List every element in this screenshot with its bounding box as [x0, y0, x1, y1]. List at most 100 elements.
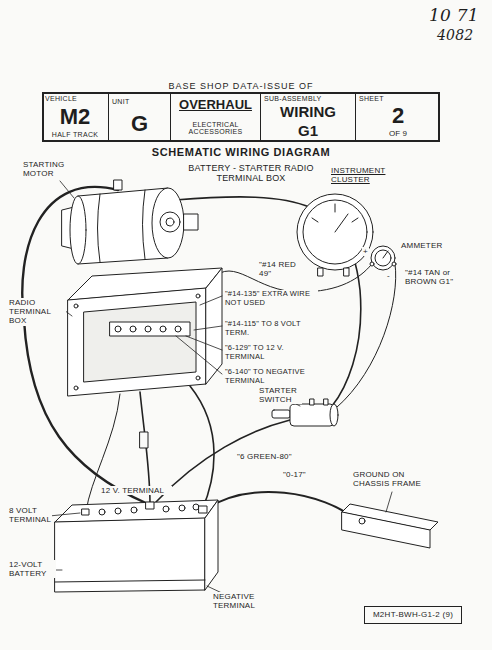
instrument-cluster-part [383, 251, 388, 258]
gauge-marks [312, 204, 358, 232]
drawing-number-box: M2HT-BWH-G1-2 (9) [364, 606, 462, 624]
handwritten-note: 10 71 [428, 6, 480, 26]
data-table: BASE SHOP DATA-ISSUE OF VEHICLE M2HALF TRA… [42, 80, 440, 142]
motor-nose [184, 214, 198, 230]
callout-label: GROUND ON CHASSIS FRAME [352, 470, 434, 488]
callout-label: "#14 TAN or BROWN G1" [404, 268, 468, 286]
leader-lines-part [194, 326, 222, 330]
radio-terminal-box-part [130, 326, 136, 332]
battery-base [55, 580, 205, 582]
battery-part [163, 506, 169, 512]
radio-terminal-box-part [196, 376, 200, 380]
leader-lines-part [49, 513, 80, 516]
chassis-frame-part [342, 512, 430, 548]
callout-label: "#14 RED 49" [258, 260, 308, 278]
ammeter-stud [392, 262, 396, 266]
table-cell: OVERHAUL ELECTRICAL ACCESSORIES [170, 92, 260, 142]
switch-body [290, 404, 334, 426]
table-cell: VEHICLE M2HALF TRACK [42, 92, 108, 142]
terminal-strip [110, 322, 190, 336]
radio-terminal-box [68, 268, 222, 396]
battery-part [99, 509, 105, 515]
callout-label: NEGATIVE TERMINAL [212, 592, 284, 610]
motor-terminal [114, 180, 122, 190]
chassis-frame [342, 504, 438, 548]
callout-label: "#14-115" TO 8 VOLT TERM. [224, 320, 316, 337]
cluster-stud [344, 268, 349, 276]
tan-wire [336, 264, 396, 408]
cell-text: HALF TRACK [52, 131, 98, 139]
motor-shaft [166, 218, 174, 226]
battery-part [131, 507, 137, 513]
battery-part [115, 508, 121, 514]
cell-text: VEHICLE [45, 95, 77, 103]
callout-label: RADIO TERMINAL BOX [8, 298, 66, 326]
ammeter [371, 246, 395, 270]
cluster-stud [318, 268, 323, 276]
radio-terminal-box-part [74, 386, 78, 390]
starting-motor [62, 180, 198, 264]
starter-switch-part [310, 399, 314, 405]
callout-label: - [386, 271, 391, 280]
cell-text: M2 [60, 105, 91, 129]
radio-terminal-box-part [145, 326, 151, 332]
callout-label: + [362, 247, 369, 256]
motor-hub [160, 212, 180, 232]
cell-text: M2HT-BWH-G1-2 (9) [373, 611, 453, 620]
post-8v [82, 509, 89, 515]
cell-text: G1 [298, 123, 318, 140]
leader-lines-part [186, 336, 222, 350]
instrument-cluster [297, 194, 396, 276]
motor-face [152, 188, 184, 258]
leader-lines-part [60, 181, 74, 198]
table-heading: BASE SHOP DATA-ISSUE OF [42, 80, 440, 92]
callout-label: INSTRUMENT CLUSTER [330, 166, 407, 184]
cell-text: G [131, 112, 148, 136]
cell-text: SHEET [359, 95, 384, 103]
callout-label: AMMETER [400, 241, 443, 250]
battery-part [193, 504, 199, 510]
diagram-title: SCHEMATIC WIRING DIAGRAM [0, 146, 488, 159]
cell-text: WIRING [280, 104, 336, 121]
post-negative [199, 506, 207, 513]
callout-label: STARTER SWITCH [258, 386, 302, 404]
callout-label: BATTERY - STARTER RADIO TERMINAL BOX [180, 163, 322, 184]
callout-label: "6-140" TO NEGATIVE TERMINAL [224, 368, 320, 385]
leader-lines-part [200, 296, 222, 305]
leader-lines-part [386, 492, 392, 512]
switch-plunger [272, 410, 290, 418]
callout-label: "6-129" TO 12 V. TERMINAL [224, 344, 316, 361]
callout-label: "0-17" [282, 470, 324, 479]
callout-label: 12-VOLT BATTERY [8, 560, 56, 578]
cable-connector [140, 432, 148, 448]
motor-end [70, 196, 86, 264]
battery [55, 500, 218, 592]
radio-terminal-box-part [74, 304, 78, 308]
cluster-rim [297, 194, 373, 270]
callout-label: "#14-135" EXTRA WIRE NOT USED [224, 290, 318, 307]
callout-label: "6 GREEN-80" [236, 452, 318, 461]
cell-text: OVERHAUL [179, 98, 252, 112]
radio-terminal-box-part [160, 326, 166, 332]
radio-terminal-box-part [115, 326, 121, 332]
callout-label: STARTING MOTOR [22, 160, 76, 178]
radio-terminal-box-part [196, 294, 200, 298]
cell-text: OF 9 [389, 130, 407, 139]
box-front [68, 288, 206, 396]
callout-label: 8 VOLT TERMINAL [8, 506, 52, 524]
callout-label: 12 V. TERMINAL [100, 486, 172, 495]
battery-front [55, 518, 205, 592]
post-12v [146, 502, 154, 509]
box-recess [84, 302, 196, 382]
battery-part [179, 505, 185, 511]
leader-lines [49, 181, 392, 594]
instrument-cluster-part [375, 250, 391, 266]
cluster-face [303, 200, 367, 264]
starter-switch-part [324, 399, 328, 405]
cell-text: ELECTRICAL ACCESSORIES [174, 121, 257, 136]
ammeter-stud [370, 262, 374, 266]
leader-lines-part [176, 336, 222, 374]
cell-text: 2 [392, 104, 404, 128]
ground-bolt [359, 518, 365, 524]
